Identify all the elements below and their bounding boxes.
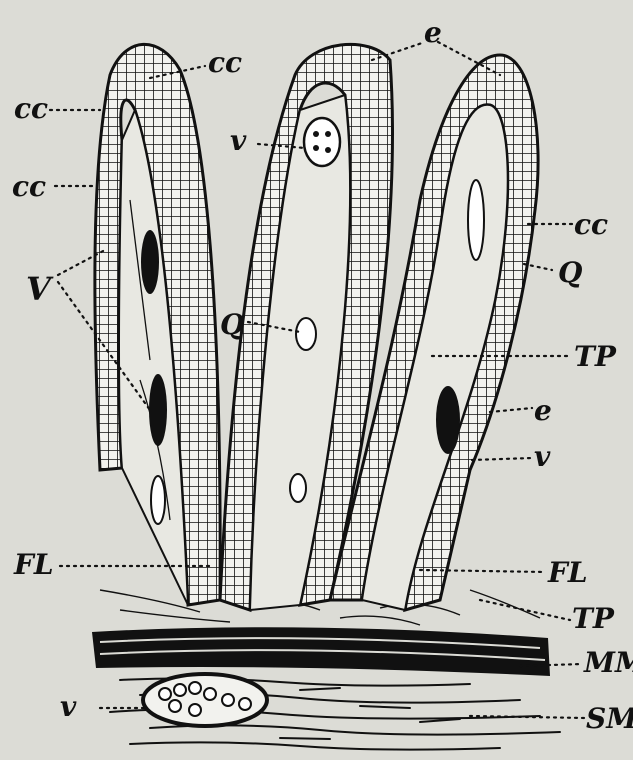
label-FL-left: FL (13, 548, 54, 581)
label-SM: SM (586, 702, 633, 735)
label-v-center: v (230, 124, 247, 157)
label-cc-top: cc (208, 46, 242, 79)
villus-left (95, 44, 220, 605)
label-FL-right: FL (547, 556, 588, 589)
label-TP-bottom: TP (572, 602, 615, 635)
label-e-right: e (534, 394, 552, 427)
label-Q-right: Q (558, 256, 582, 289)
label-MM: MM (583, 646, 633, 679)
label-cc-top-left: cc (14, 92, 48, 125)
submucosal-vessel (143, 674, 267, 726)
label-v-bottom: v (60, 690, 77, 723)
label-V: V (26, 270, 54, 308)
label-cc-left: cc (12, 170, 46, 203)
label-Q-center: Q (220, 308, 244, 341)
muscularis-mucosae (92, 627, 550, 676)
label-v-right: v (534, 440, 551, 473)
label-cc-right: cc (574, 208, 608, 241)
label-TP-right: TP (574, 340, 617, 373)
label-e-top: e (424, 16, 442, 49)
